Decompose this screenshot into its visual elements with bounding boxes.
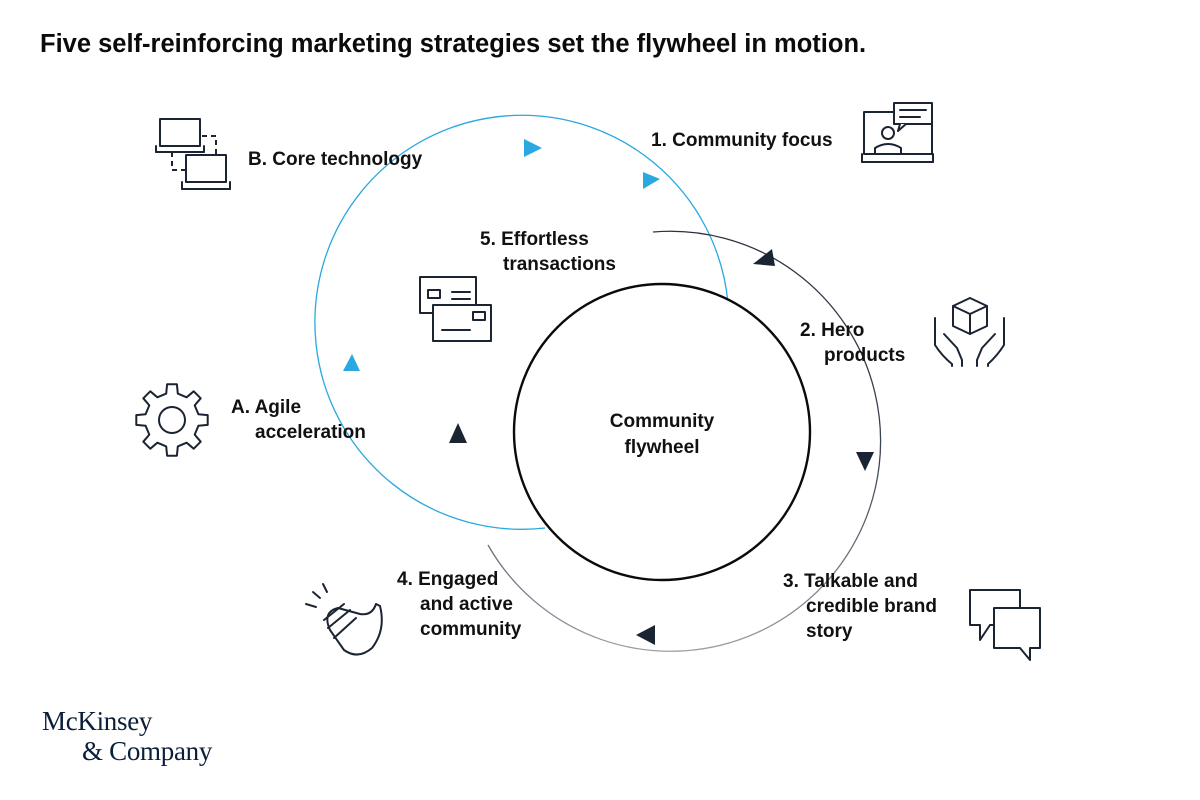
- enabler-arrowhead: [524, 139, 542, 157]
- video-call-icon: [861, 102, 934, 163]
- connected-laptops-icon: [155, 118, 231, 190]
- enabler-loop-arc: [314, 114, 729, 530]
- strategy-arrowhead: [856, 452, 874, 471]
- enabler-a-label-line-2: acceleration: [255, 422, 366, 443]
- strategy-2-label-line-1: 2. Hero: [800, 320, 864, 341]
- mckinsey-logo-line-2: & Company: [82, 736, 213, 766]
- gear-icon: [135, 383, 209, 457]
- strategy-arrowhead: [636, 625, 655, 645]
- enabler-a-label-line-1: A. Agile: [231, 397, 301, 418]
- strategy-4-label-line-2: and active: [420, 594, 513, 615]
- strategy-1-label: 1. Community focus: [651, 130, 833, 151]
- credit-cards-icon: [419, 276, 492, 342]
- mckinsey-logo-line-1: McKinsey: [42, 706, 153, 736]
- diagram-title: Five self-reinforcing marketing strategi…: [40, 30, 866, 58]
- strategy-4-label-line-1: 4. Engaged: [397, 569, 498, 590]
- enabler-b-label: B. Core technology: [248, 149, 423, 170]
- clapping-hands-icon: [305, 583, 383, 656]
- strategy-3-label-line-2: credible brand: [806, 596, 937, 617]
- strategy-4-label-line-3: community: [420, 619, 522, 640]
- center-label-line-2: flywheel: [625, 437, 700, 458]
- strategy-5-label-line-1: 5. Effortless: [480, 229, 589, 250]
- hands-box-icon: [934, 297, 1005, 367]
- enabler-arrowhead: [343, 354, 360, 371]
- strategy-3-label-line-1: 3. Talkable and: [783, 571, 918, 592]
- strategy-arrowhead: [449, 423, 467, 443]
- community-flywheel-circle: [512, 282, 812, 582]
- strategy-5-label-line-2: transactions: [503, 254, 616, 275]
- strategy-3-label-line-3: story: [806, 621, 853, 642]
- speech-bubbles-icon: [969, 589, 1041, 661]
- strategy-loop-arc: [487, 230, 882, 652]
- strategy-2-label-line-2: products: [824, 345, 905, 366]
- enabler-arrowhead: [643, 172, 660, 189]
- strategy-arrowhead: [753, 249, 775, 266]
- center-label-line-1: Community: [610, 411, 715, 432]
